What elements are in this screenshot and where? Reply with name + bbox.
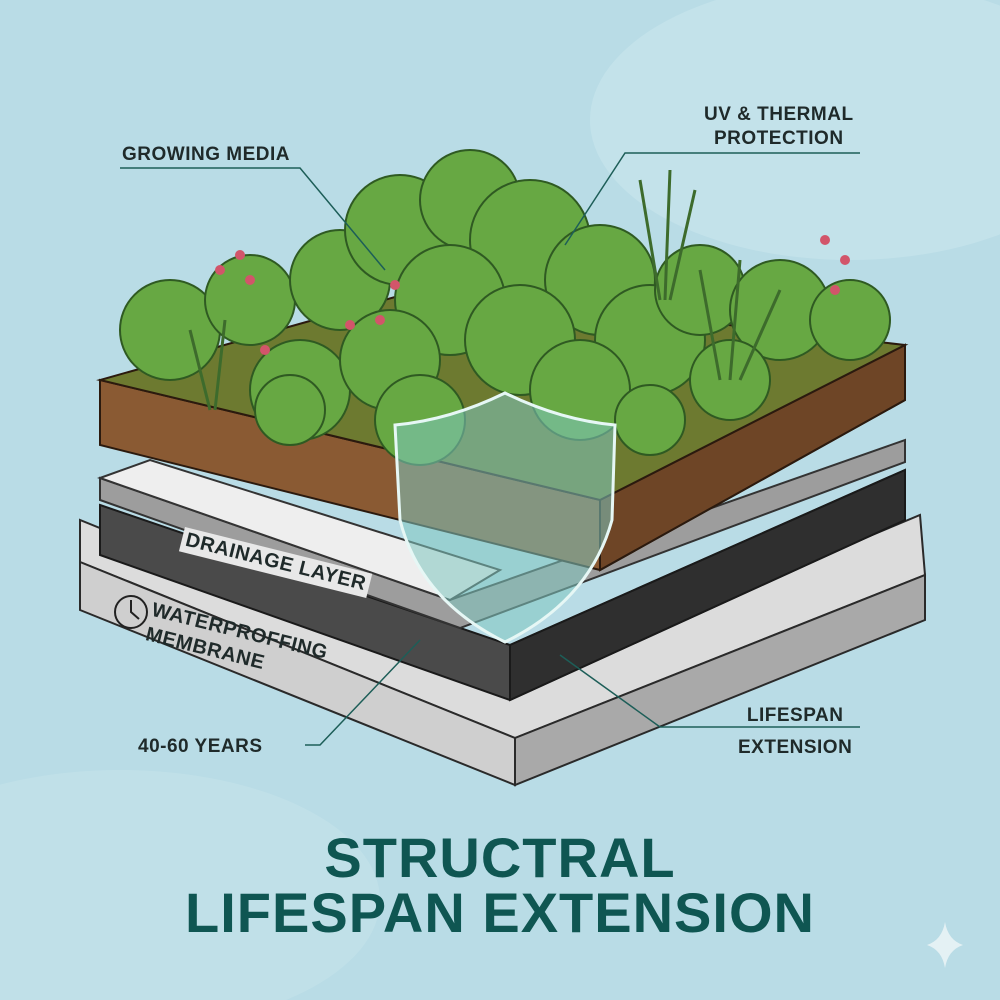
label-lifespan-line2: EXTENSION bbox=[738, 737, 853, 759]
label-lifespan-extension: LIFESPAN EXTENSION bbox=[738, 700, 852, 765]
flowers bbox=[215, 235, 850, 355]
label-growing-media: GROWING MEDIA bbox=[122, 144, 290, 165]
shield-icon bbox=[393, 391, 617, 644]
plants bbox=[119, 149, 891, 466]
background-blob bbox=[0, 770, 380, 1000]
label-uv-line2: PROTECTION bbox=[714, 127, 844, 149]
leader-lines bbox=[120, 152, 860, 746]
page-title-line1: STRUCTRAL bbox=[324, 826, 676, 889]
label-uv-line1: UV & THERMAL bbox=[704, 104, 854, 125]
label-uv-protection: UV & THERMAL PROTECTION bbox=[704, 103, 854, 151]
waterproofing-membrane bbox=[99, 468, 906, 702]
clock-icon bbox=[114, 595, 148, 629]
grass-blades bbox=[188, 169, 782, 411]
label-years: 40-60 YEARS bbox=[138, 736, 263, 757]
page-title-line2: LIFESPAN EXTENSION bbox=[185, 881, 815, 944]
label-lifespan-line1: LIFESPAN bbox=[746, 705, 844, 726]
